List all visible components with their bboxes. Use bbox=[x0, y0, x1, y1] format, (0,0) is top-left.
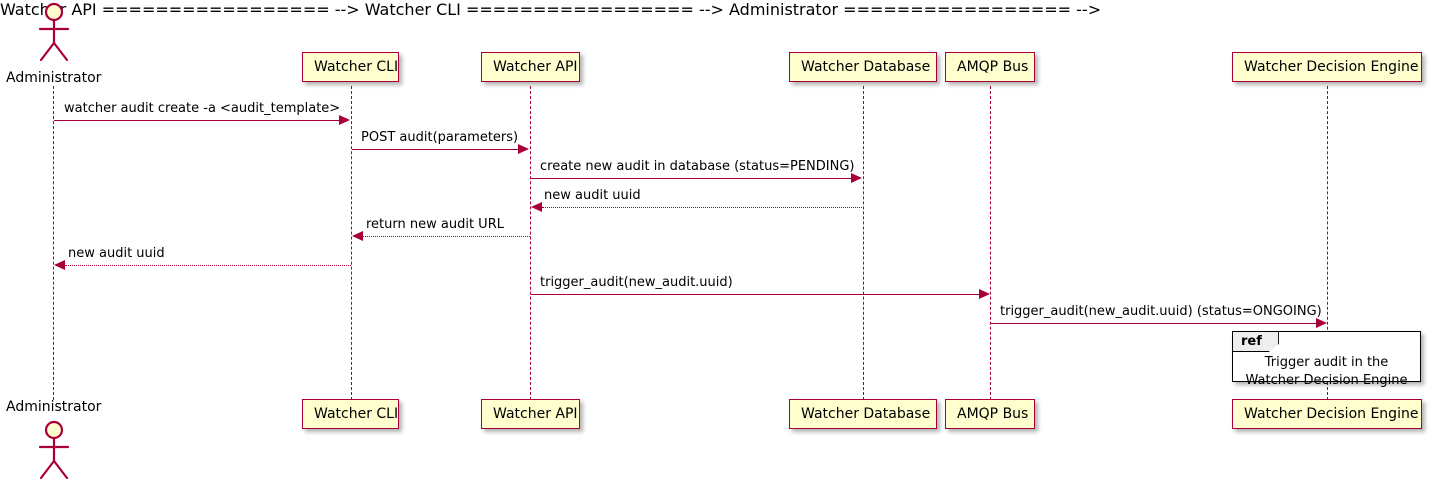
arrowhead-left-icon bbox=[352, 231, 363, 241]
message-line-trigger-audit bbox=[531, 294, 979, 295]
participant-watcher-api-bottom[interactable]: Watcher API bbox=[481, 399, 580, 429]
actor-label-administrator-bottom: Administrator bbox=[6, 399, 102, 415]
message-line-watcher-audit-create bbox=[54, 120, 339, 121]
actor-administrator-bottom bbox=[30, 420, 78, 486]
message-label-return-new-audit-url: return new audit URL bbox=[366, 217, 504, 232]
participant-label: AMQP Bus bbox=[957, 59, 1029, 75]
actor-label-administrator-top: Administrator bbox=[6, 70, 102, 86]
participant-amqp-bus-bottom[interactable]: AMQP Bus bbox=[945, 399, 1035, 429]
participant-watcher-api-top[interactable]: Watcher API bbox=[481, 52, 580, 82]
arrowhead-right-icon bbox=[518, 144, 529, 154]
lifeline-watcher-api bbox=[530, 86, 531, 400]
lifeline-administrator bbox=[53, 86, 54, 400]
participant-label: Watcher Decision Engine bbox=[1244, 59, 1419, 75]
ref-fragment-tab-label: ref bbox=[1233, 332, 1279, 352]
ref-fragment-line-1: Trigger audit in the bbox=[1264, 355, 1389, 370]
participant-watcher-decision-engine-bottom[interactable]: Watcher Decision Engine bbox=[1232, 399, 1422, 429]
arrowhead-right-icon bbox=[1316, 318, 1327, 328]
message-label-post-audit: POST audit(parameters) bbox=[361, 130, 519, 145]
message-label-new-audit-uuid-db: new audit uuid bbox=[544, 188, 641, 203]
message-line-return-new-audit-url bbox=[363, 236, 530, 237]
participant-label: Watcher Database bbox=[801, 59, 931, 75]
message-line-new-audit-uuid-db bbox=[542, 207, 862, 208]
participant-label: Watcher API bbox=[493, 406, 578, 422]
participant-watcher-database-bottom[interactable]: Watcher Database bbox=[789, 399, 937, 429]
participant-watcher-decision-engine-top[interactable]: Watcher Decision Engine bbox=[1232, 52, 1422, 82]
message-label-trigger-audit-ongoing: trigger_audit(new_audit.uuid) (status=ON… bbox=[1000, 304, 1322, 319]
message-label-watcher-audit-create: watcher audit create -a <audit_template> bbox=[64, 101, 341, 116]
lifeline-watcher-decision-engine bbox=[1327, 86, 1328, 400]
lifeline-watcher-database bbox=[863, 86, 864, 400]
lifeline-watcher-cli bbox=[351, 86, 352, 400]
participant-label: Watcher API bbox=[493, 59, 578, 75]
message-line-post-audit bbox=[352, 149, 518, 150]
participant-watcher-database-top[interactable]: Watcher Database bbox=[789, 52, 937, 82]
participant-label: Watcher CLI bbox=[314, 406, 399, 422]
message-line-new-audit-uuid-cli bbox=[65, 265, 351, 266]
lifeline-amqp-bus bbox=[990, 86, 991, 400]
actor-icon bbox=[38, 2, 70, 62]
message-label-trigger-audit: trigger_audit(new_audit.uuid) bbox=[540, 275, 733, 290]
arrowhead-left-icon bbox=[54, 260, 65, 270]
arrowhead-right-icon bbox=[339, 115, 350, 125]
message-label-new-audit-uuid-cli: new audit uuid bbox=[68, 246, 165, 261]
actor-administrator-top bbox=[30, 2, 78, 68]
participant-label: Watcher CLI bbox=[314, 59, 399, 75]
message-label-create-new-audit: create new audit in database (status=PEN… bbox=[540, 159, 855, 174]
arrowhead-right-icon bbox=[979, 289, 990, 299]
participant-label: AMQP Bus bbox=[957, 406, 1029, 422]
message-line-trigger-audit-ongoing bbox=[991, 323, 1316, 324]
arrowhead-left-icon bbox=[531, 202, 542, 212]
ref-fragment[interactable]: ref Trigger audit in the Watcher Decisio… bbox=[1232, 331, 1421, 388]
participant-watcher-cli-top[interactable]: Watcher CLI bbox=[302, 52, 399, 82]
ref-fragment-line-2: Watcher Decision Engine bbox=[1245, 372, 1408, 388]
arrowhead-right-icon bbox=[851, 173, 862, 183]
participant-amqp-bus-top[interactable]: AMQP Bus bbox=[945, 52, 1035, 82]
participant-label: Watcher Decision Engine bbox=[1244, 406, 1419, 422]
message-line-create-new-audit bbox=[531, 178, 851, 179]
actor-icon bbox=[38, 420, 70, 480]
ref-fragment-body: Trigger audit in the Watcher Decision En… bbox=[1233, 354, 1420, 389]
participant-watcher-cli-bottom[interactable]: Watcher CLI bbox=[302, 399, 399, 429]
participant-label: Watcher Database bbox=[801, 406, 931, 422]
